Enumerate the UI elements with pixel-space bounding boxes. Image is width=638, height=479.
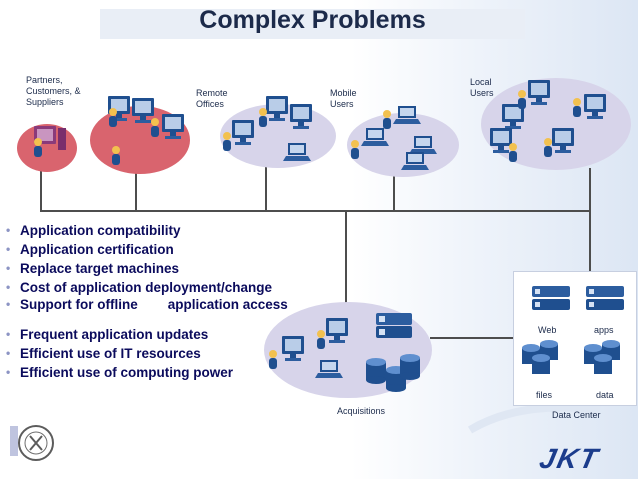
supplier-person-icon (109, 108, 117, 127)
data-center-box: Web apps files data (513, 271, 637, 406)
data-storage-icon (584, 340, 620, 374)
local-person-icon (573, 98, 581, 117)
list-item: Efficient use of computing power (6, 364, 290, 383)
problem-list: Application compatibility Application ce… (6, 222, 290, 383)
network-drop-local (589, 168, 591, 211)
network-link-datacenter (430, 337, 514, 339)
label-data-center: Data Center (552, 410, 601, 420)
apps-server-icon (586, 286, 624, 310)
jkt-logo: JKT (536, 443, 603, 474)
slide-title: Complex Problems (199, 6, 426, 34)
seal-logo-icon (18, 425, 54, 461)
network-drop-partners (40, 170, 42, 211)
files-storage-icon (522, 340, 558, 374)
label-web: Web (538, 325, 557, 335)
mobile-person-icon (351, 140, 359, 159)
decorative-swoosh (467, 403, 601, 434)
data-center-illustration (522, 286, 624, 374)
label-remote: Remote Offices (196, 88, 228, 109)
web-server-icon (532, 286, 570, 310)
network-drop-mobile (393, 172, 395, 211)
label-partners: Partners, Customers, & Suppliers (26, 75, 81, 107)
local-person-icon (509, 143, 517, 162)
title-bar (100, 9, 525, 39)
remote-person-icon (259, 108, 267, 127)
list-item: Replace target machines (6, 260, 290, 279)
network-bus-main (40, 210, 591, 212)
mobile-person-icon (383, 110, 391, 129)
remote-person-icon (223, 132, 231, 151)
list-item: Support for offline application access (6, 298, 290, 326)
label-apps: apps (594, 325, 614, 335)
label-data: data (596, 390, 614, 400)
label-local: Local Users (470, 77, 494, 98)
supplier-person-icon (112, 146, 120, 165)
supplier-person-icon (151, 118, 159, 137)
list-item: Efficient use of IT resources (6, 345, 290, 364)
list-item: Frequent application updates (6, 326, 290, 345)
network-drop-suppliers (135, 172, 137, 211)
label-files: files (536, 390, 553, 400)
list-item: Application compatibility (6, 222, 290, 241)
list-item-text: Support for offline application access (20, 297, 288, 312)
acquisition-storage-icon (400, 354, 420, 380)
seal-bar-decoration (10, 426, 18, 456)
partner-person-icon (34, 138, 42, 157)
local-person-icon (544, 138, 552, 157)
list-item: Application certification (6, 241, 290, 260)
network-drop-datacenter (589, 210, 591, 272)
label-acquisitions: Acquisitions (337, 406, 386, 416)
network-drop-acquisitions (345, 210, 347, 316)
acquisition-person-icon (317, 330, 325, 349)
list-item: Cost of application deployment/change (6, 279, 290, 298)
acquisition-storage-icon (366, 358, 386, 384)
label-mobile: Mobile Users (330, 88, 357, 109)
local-person-icon (518, 90, 526, 109)
network-drop-remote (265, 166, 267, 211)
